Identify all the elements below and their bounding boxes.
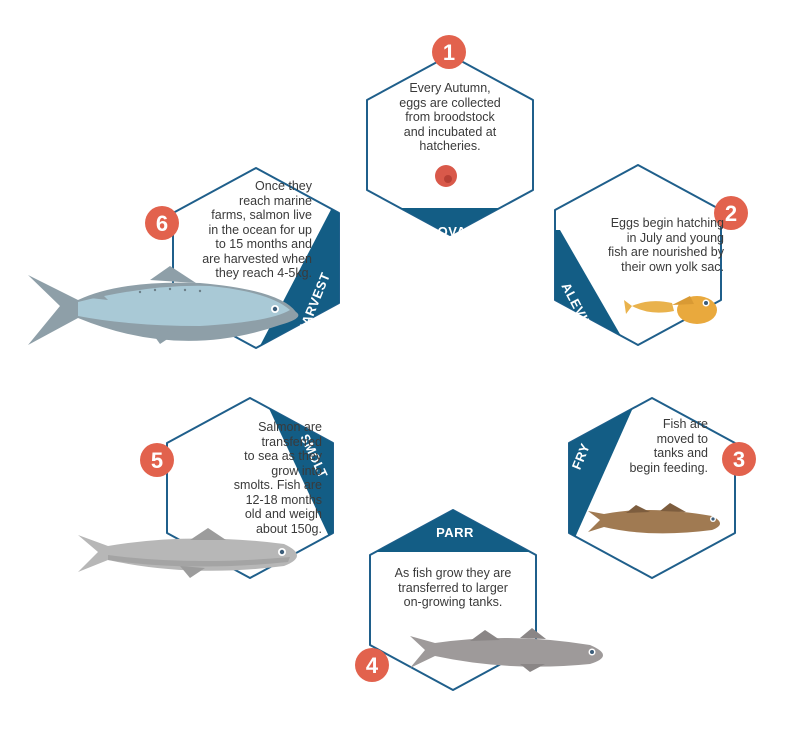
egg-icon: [435, 165, 457, 187]
parr-fish-icon: [410, 628, 603, 672]
stage-harvest-number-badge: [145, 206, 179, 240]
salmon-fish-icon: [28, 266, 299, 345]
stage-parr-label: PARR: [436, 525, 474, 540]
stage-harvest-hexagon: HARVEST 6: [28, 167, 340, 349]
stage-alevin-description: Eggs begin hatching in July and young fi…: [607, 216, 724, 274]
stage-alevin-number-badge: [714, 196, 748, 230]
stage-harvest-description: Once they reach marine farms, salmon liv…: [202, 179, 312, 280]
stage-ova-number: 1: [443, 40, 455, 65]
stage-alevin-number: 2: [725, 201, 737, 226]
stage-ova-label: OVA: [438, 224, 467, 239]
stage-parr-description: As fish grow they are transferred to lar…: [394, 566, 512, 609]
stage-smolt-band: [258, 398, 333, 560]
stage-ova-number-badge: [432, 35, 466, 69]
alevin-fish-icon: [624, 296, 717, 324]
stage-ova-description: Every Autumn, eggs are collected from br…: [399, 81, 501, 153]
stage-smolt-number: 5: [151, 448, 163, 473]
stage-fry-hexagon: FRY 3: [568, 397, 756, 579]
stage-fry-band: [569, 398, 640, 560]
stage-smolt-hexagon: SMOLT 5: [78, 397, 334, 579]
stage-parr-band: [370, 510, 536, 552]
stage-fry-description: Fish are moved to tanks and begin feedin…: [629, 417, 708, 475]
stage-smolt-description: Salmon are transferred to sea as they gr…: [233, 420, 322, 536]
stage-harvest-number: 6: [156, 211, 168, 236]
stage-smolt-number-badge: [140, 443, 174, 477]
stage-fry-number: 3: [733, 447, 745, 472]
smolt-fish-icon: [78, 528, 297, 578]
stage-alevin-hexagon: ALEVIN 2: [554, 164, 748, 346]
stage-fry-number-badge: [722, 442, 756, 476]
stage-parr-number-badge: [355, 648, 389, 682]
fry-fish-icon: [588, 503, 720, 534]
stage-parr-number: 4: [366, 653, 379, 678]
